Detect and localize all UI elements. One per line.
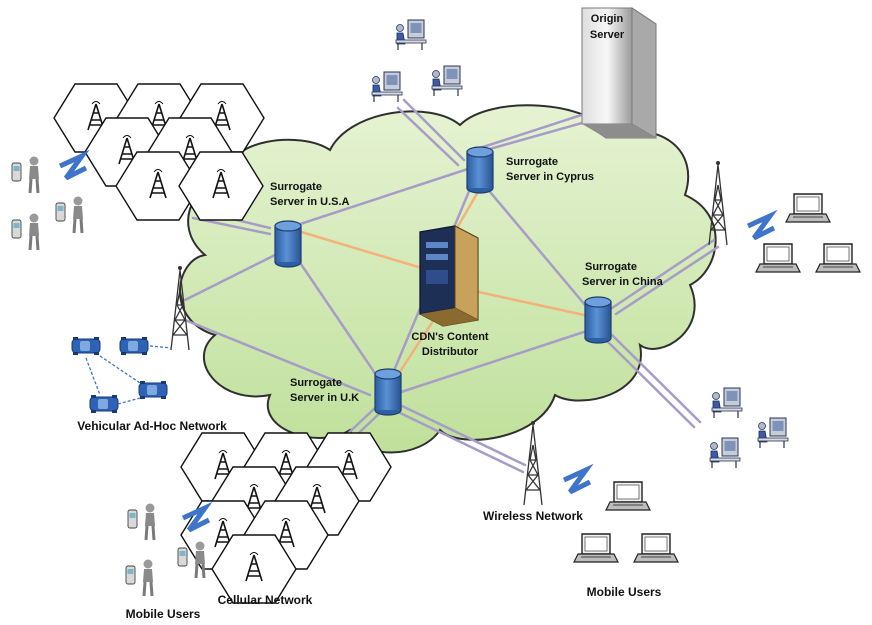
cellular-cluster-bottom: Cellular Network	[181, 433, 422, 607]
surrogate-server-cyprus: Surrogate Server in Cyprus	[466, 146, 594, 194]
wireless-network-label: Wireless Network	[483, 509, 583, 523]
surrogate-cyprus-label-line2: Server in Cyprus	[506, 171, 594, 183]
surrogate-usa-label-line1: Surrogate	[270, 181, 322, 193]
surrogate-uk-label-line1: Surrogate	[290, 377, 342, 389]
vehicular-network: Vehicular Ad-Hoc Network	[71, 336, 227, 433]
mobile-users-left-label: Mobile Users	[126, 607, 201, 621]
mobile-users-bottom-left: Mobile Users	[124, 502, 209, 621]
surrogate-server-uk: Surrogate Server in U.K	[290, 368, 402, 416]
surrogate-usa-label-line2: Server in U.S.A	[270, 196, 350, 208]
surrogate-uk-label-line2: Server in U.K	[290, 392, 359, 404]
origin-server-label-line1: Origin	[591, 13, 624, 25]
workstations-bottom-right	[709, 387, 789, 469]
surrogate-server-usa: Surrogate Server in U.S.A	[270, 181, 350, 268]
surrogate-china-label-line1: Surrogate	[585, 261, 637, 273]
origin-server-label-line2: Server	[590, 29, 625, 41]
vehicular-network-label: Vehicular Ad-Hoc Network	[77, 419, 227, 433]
mobile-users-top-left	[10, 156, 86, 252]
cellular-network-label: Cellular Network	[218, 593, 313, 607]
mobile-users-right-label: Mobile Users	[587, 585, 662, 599]
cdn-label-line1: CDN's Content	[411, 331, 489, 343]
workstations-top	[371, 19, 463, 103]
origin-server: Origin Server	[581, 7, 657, 139]
cdn-content-distributor: CDN's Content Distributor	[411, 225, 489, 358]
mobile-users-laptops-bottom-right: Mobile Users	[564, 470, 679, 599]
laptops-right	[748, 193, 861, 273]
surrogate-server-china: Surrogate Server in China	[582, 261, 664, 344]
wireless-tower-bottom: Wireless Network	[483, 420, 583, 523]
cdn-label-line2: Distributor	[422, 346, 479, 358]
surrogate-china-label-line2: Server in China	[582, 276, 664, 288]
surrogate-cyprus-label-line1: Surrogate	[506, 156, 558, 168]
